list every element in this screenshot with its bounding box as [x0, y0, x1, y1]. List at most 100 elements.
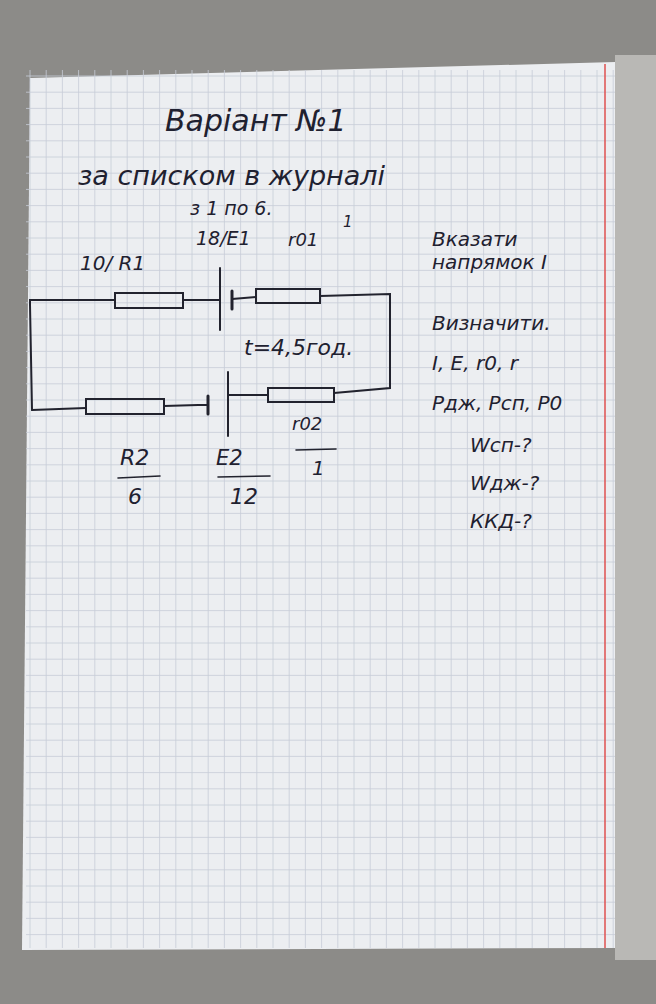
resistor-label: 10/ R1	[80, 252, 145, 275]
grid-line	[26, 934, 615, 935]
grid-line	[26, 740, 615, 741]
task-note: Вказати напрямок I	[432, 228, 582, 274]
grid-line	[26, 869, 615, 870]
grid-line	[26, 724, 615, 725]
value-label: 12	[230, 484, 258, 509]
grid-line	[26, 594, 615, 595]
question-item: Wдж-?	[470, 472, 539, 495]
grid-line	[26, 610, 615, 611]
value-label: 1	[312, 457, 325, 480]
grid-line	[26, 157, 615, 158]
grid-line	[402, 70, 403, 948]
grid-line	[467, 70, 468, 948]
value-label: 6	[128, 484, 142, 509]
grid-line	[305, 70, 306, 948]
wire	[32, 408, 86, 410]
quantity-list: I, E, r0, r	[432, 352, 518, 375]
grid-line	[175, 70, 176, 948]
time-label: t=4,5год.	[244, 335, 353, 360]
paper-sheet	[22, 62, 615, 950]
grid-line	[418, 70, 419, 948]
subtitle-note: за списком в журналі	[78, 160, 385, 191]
grid-line	[337, 70, 338, 948]
grid-line	[26, 383, 615, 384]
grid-line	[26, 578, 615, 579]
battery-plate	[227, 372, 229, 436]
circuit	[30, 268, 390, 478]
fraction-bar	[296, 449, 336, 450]
quantity-list: Pдж, Pсп, P0	[432, 392, 562, 415]
grid-line	[289, 70, 290, 948]
wire	[228, 394, 268, 396]
resistor-label: R2	[120, 445, 149, 470]
title: Варіант №1	[165, 104, 347, 139]
grid-line	[26, 286, 615, 287]
grid-line	[26, 205, 615, 206]
grid-line	[30, 70, 31, 948]
source-label: E2	[216, 446, 243, 470]
grid-line	[26, 140, 615, 141]
wire	[30, 305, 32, 410]
wire	[164, 405, 198, 406]
grid-line	[78, 70, 79, 948]
grid-line	[499, 70, 500, 948]
grid-line	[26, 788, 615, 789]
range-note: з 1 по 6.	[190, 198, 273, 220]
question-item: ККД-?	[470, 510, 532, 533]
grid-line	[26, 918, 615, 919]
value-label: 1	[343, 214, 353, 231]
grid-line	[26, 756, 615, 757]
resistor-symbol	[268, 388, 334, 402]
fraction-bar	[118, 476, 160, 478]
grid-line	[26, 886, 615, 887]
resistor-symbol	[115, 293, 183, 308]
wire	[198, 404, 208, 406]
grid-lines	[26, 70, 615, 948]
grid-line	[26, 691, 615, 692]
grid-line	[580, 70, 581, 948]
grid-line	[26, 92, 615, 93]
grid-line	[26, 853, 615, 854]
grid-line	[354, 70, 355, 948]
grid-line	[26, 497, 615, 498]
grid-line	[26, 902, 615, 903]
grid-line	[370, 70, 371, 948]
grid-line	[532, 70, 533, 948]
grid-line	[26, 545, 615, 546]
grid-line	[143, 70, 144, 948]
fraction-bar	[218, 476, 270, 477]
grid-line	[26, 821, 615, 822]
grid-line	[435, 70, 436, 948]
wire	[334, 385, 390, 393]
grid-line	[273, 70, 274, 948]
resistor-symbol	[86, 399, 164, 414]
grid-line	[548, 70, 549, 948]
margin-line	[604, 64, 606, 948]
grid-line	[159, 70, 160, 948]
next-page	[615, 55, 656, 960]
grid-line	[597, 70, 598, 948]
grid-line	[483, 70, 484, 948]
grid-line	[386, 70, 387, 948]
resistance-label: r01	[288, 230, 318, 251]
wire	[183, 299, 220, 301]
grid-line	[26, 675, 615, 676]
grid-line	[127, 70, 128, 948]
wire	[232, 297, 256, 299]
wire	[30, 300, 115, 305]
grid-line	[26, 221, 615, 222]
task-note: Визначити.	[432, 312, 551, 335]
grid-line	[46, 70, 47, 948]
grid-line	[26, 562, 615, 563]
grid-line	[26, 643, 615, 644]
grid-line	[62, 70, 63, 948]
battery-plate	[219, 268, 221, 330]
grid-line	[26, 76, 615, 77]
grid-line	[321, 70, 322, 948]
grid-line	[26, 707, 615, 708]
grid-line	[26, 367, 615, 368]
grid-line	[26, 805, 615, 806]
grid-line	[26, 238, 615, 239]
